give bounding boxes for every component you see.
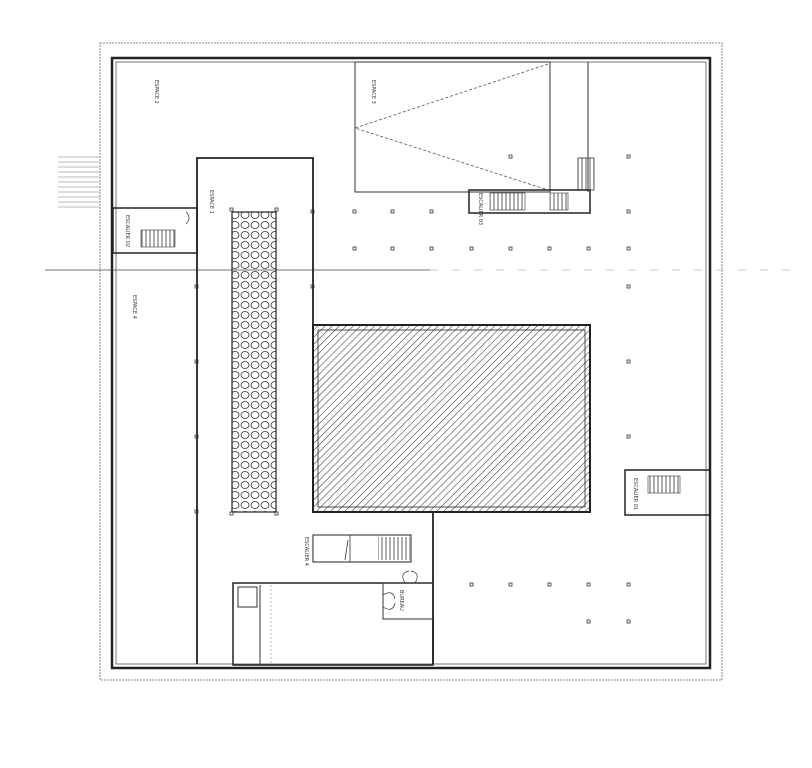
label-office: BUREAU [398, 590, 404, 611]
stair-right-treads [647, 475, 681, 494]
sheet-border [99, 42, 723, 681]
stone-planter [231, 211, 277, 513]
stair-top-treads-2 [549, 192, 569, 211]
stair-top-vertical [577, 157, 595, 191]
room-space-3-seating [353, 63, 549, 191]
label-space-2: ESPACE 2 [153, 80, 159, 104]
stair-middle [312, 534, 412, 563]
room-office [232, 582, 434, 666]
label-stair-right: ESCALIER 01 [632, 478, 638, 510]
atrium-void [312, 324, 591, 513]
stair-top [468, 189, 591, 214]
label-space-4: ESPACE 4 [131, 295, 137, 319]
door-swings [382, 570, 418, 610]
label-space-1: ESPACE 1 [208, 190, 214, 214]
room-space-3 [354, 61, 551, 193]
corridor-wall [196, 157, 314, 325]
stair-left [112, 207, 198, 254]
stair-left-treads [140, 229, 176, 248]
room-storage [382, 582, 434, 620]
door-swing-left [185, 211, 190, 225]
outer-wall [110, 56, 712, 670]
label-stair-left: ESCALIER 02 [124, 215, 130, 247]
column-grid [194, 154, 631, 624]
stair-top-treads [489, 192, 526, 211]
label-stair-middle: ESCALIER 4 [303, 537, 309, 566]
entrance-steps [58, 156, 100, 208]
elevator [237, 586, 258, 608]
stair-right [624, 469, 711, 516]
label-space-3: ESPACE 3 [370, 80, 376, 104]
atrium-void-edge [317, 329, 586, 508]
stair-middle-treads [378, 537, 410, 560]
label-stair-top: ESCALIER 03 [477, 193, 483, 225]
